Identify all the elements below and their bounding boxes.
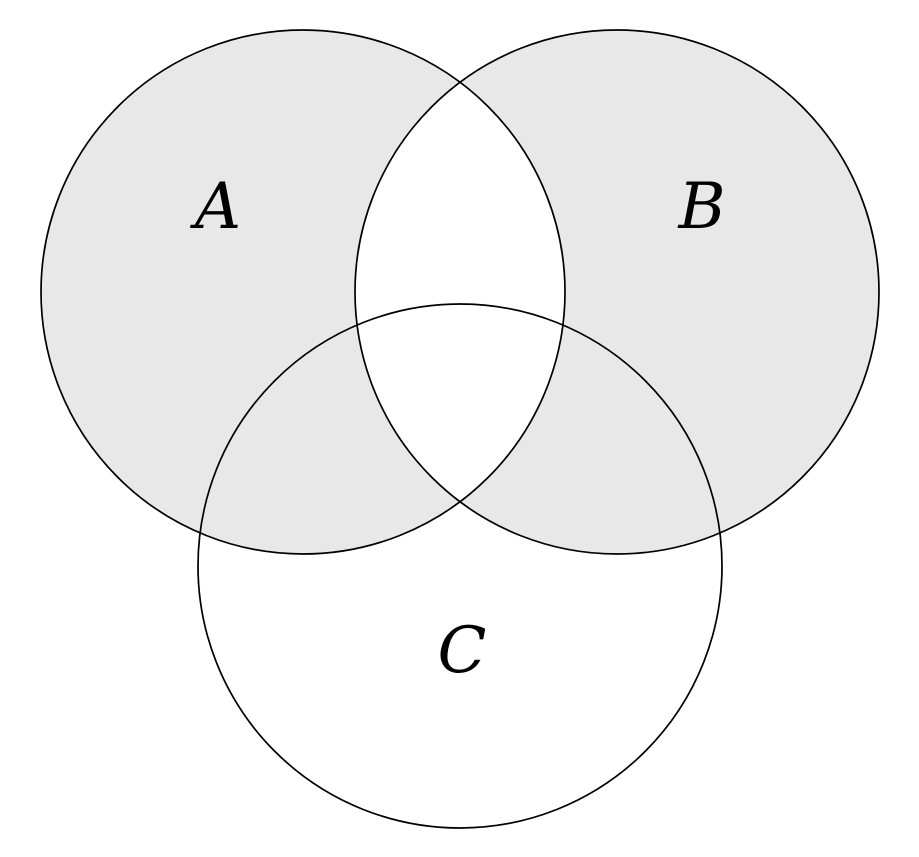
set-circle-b <box>354 29 880 555</box>
shaded-region-a-symmetric-difference-b <box>41 30 879 554</box>
set-circle-a <box>40 29 566 555</box>
set-circle-c <box>197 303 723 829</box>
set-label-c: C <box>438 614 487 688</box>
set-label-a: A <box>190 170 241 244</box>
set-label-b: B <box>677 170 725 244</box>
